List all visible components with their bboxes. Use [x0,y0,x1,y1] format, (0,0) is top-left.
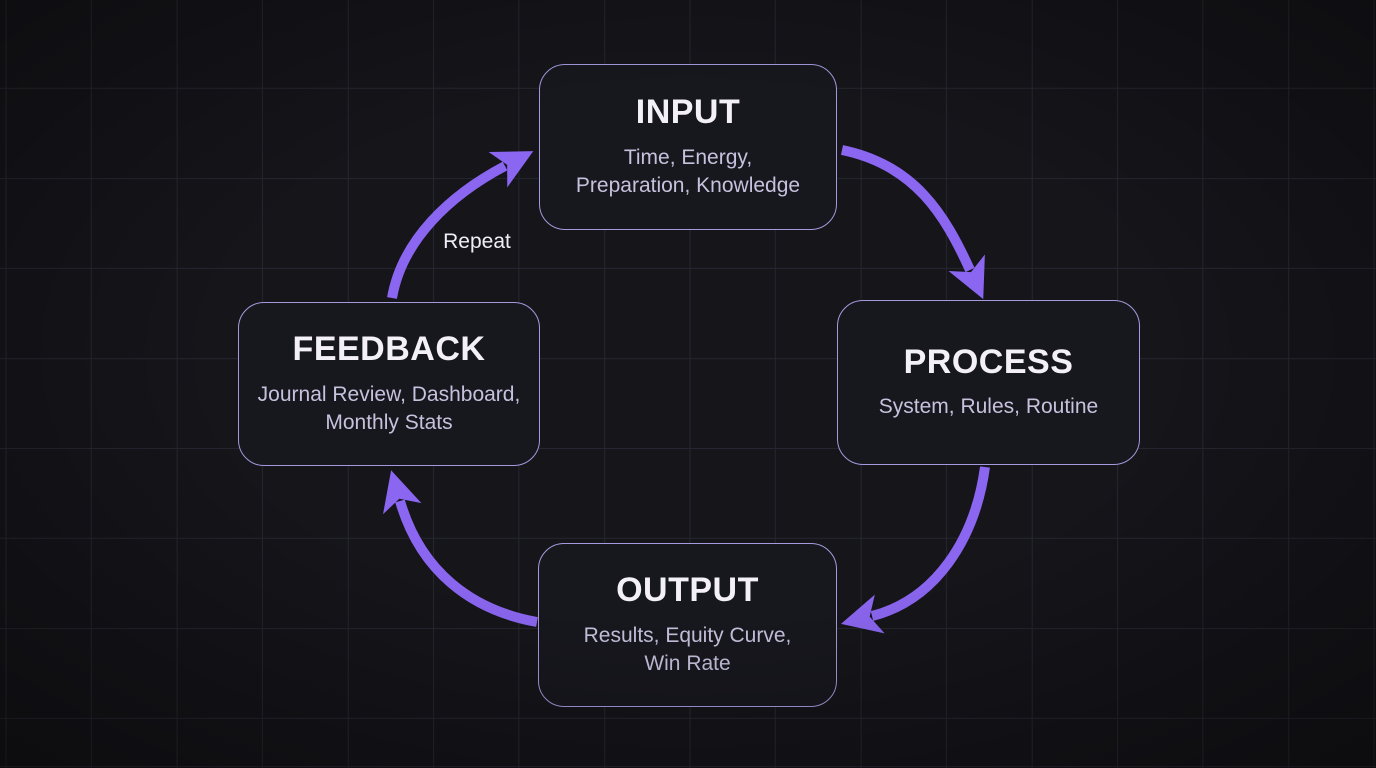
arrow-feedback-to-input [387,151,534,299]
node-process-title: PROCESS [903,342,1074,381]
node-feedback: FEEDBACK Journal Review, Dashboard, Mont… [238,302,540,466]
node-output-title: OUTPUT [616,571,759,610]
node-process: PROCESS System, Rules, Routine [837,300,1140,465]
node-input-subtitle: Time, Energy, Preparation, Knowledge [575,145,801,197]
node-output: OUTPUT Results, Equity Curve, Win Rate [538,543,837,707]
node-input-title: INPUT [635,93,741,132]
node-process-subtitle: System, Rules, Routine [878,395,1099,419]
node-feedback-subtitle: Journal Review, Dashboard, Monthly Stats [257,382,521,434]
arrow-input-to-process [840,145,985,300]
node-feedback-title: FEEDBACK [292,330,486,369]
node-input: INPUT Time, Energy, Preparation, Knowled… [539,64,837,230]
arrow-output-to-feedback [383,470,538,627]
arrow-process-to-output [840,466,990,634]
repeat-arrow-label: Repeat [443,230,511,253]
node-output-subtitle: Results, Equity Curve, Win Rate [583,623,792,675]
